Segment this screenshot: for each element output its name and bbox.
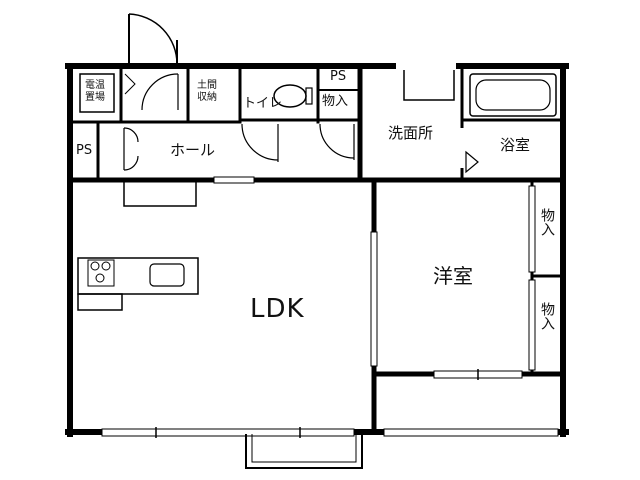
balcony-outline (245, 434, 363, 469)
stove-top (87, 259, 115, 287)
room-label-closet-1: 物入 (539, 208, 555, 236)
room-label-earth-storage: 土間 収納 (197, 80, 217, 104)
toilet-tank (305, 87, 313, 105)
room-label-ps-top: PS (330, 69, 347, 84)
walls (65, 63, 569, 437)
room-label-hall: ホール (170, 141, 216, 159)
entrance-door-arc (128, 13, 178, 65)
door-closet-2 (528, 279, 536, 371)
storage-door-arc (319, 123, 355, 159)
window-ldk-bottom (101, 428, 355, 437)
door-swings (123, 123, 479, 174)
room-label-toilet: トイレ (243, 96, 283, 111)
room-label-closet-2: 物入 (539, 302, 555, 330)
balcony (245, 434, 363, 469)
earth-storage-line-1: 土間 (197, 80, 217, 91)
door-bath-opening (459, 128, 465, 168)
bath-door-mark (465, 150, 479, 174)
shoe-door-arc-2 (123, 155, 139, 171)
shoe-cabinet-ledge (123, 182, 197, 207)
water-heater-line-2: 置場 (85, 92, 105, 103)
room-label-bathroom: 浴室 (500, 136, 531, 154)
room-label-western: 洋室 (433, 264, 473, 288)
room-label-ldk: LDK (250, 294, 305, 324)
room-label-storage-top: 物入 (322, 94, 349, 109)
room-label-ps-left: PS (76, 143, 93, 158)
earth-storage-line-2: 収納 (197, 92, 217, 103)
water-heater-line-1: 電温 (85, 80, 105, 91)
toilet-door-arc (241, 123, 279, 161)
genkan-step (124, 73, 136, 95)
stove-burner-1 (90, 261, 100, 271)
shoe-door-arc-1 (123, 127, 139, 143)
refrigerator-space (77, 293, 123, 311)
water-heater-box (79, 73, 115, 113)
door-wash-top (396, 63, 456, 69)
room-label-water-heater: 電温 置場 (85, 80, 105, 104)
genkan-door-arc (141, 73, 179, 111)
windows (101, 63, 559, 438)
washbasin-counter (403, 70, 455, 101)
balcony-inner (251, 434, 357, 463)
bathtub-inner (475, 79, 551, 111)
kitchen-counter (77, 257, 199, 295)
window-right-room-bottom (383, 428, 559, 437)
door-western-sliding (370, 231, 378, 367)
kitchen-sink (149, 263, 185, 287)
fixtures (77, 70, 557, 311)
stove-burner-2 (101, 261, 111, 271)
bathtub-outer (469, 73, 557, 117)
entrance (124, 13, 179, 111)
stove-burner-3 (95, 273, 105, 283)
door-hall-ldk (213, 176, 255, 184)
door-closet-1 (528, 185, 536, 273)
room-label-washroom: 洗面所 (388, 124, 434, 142)
